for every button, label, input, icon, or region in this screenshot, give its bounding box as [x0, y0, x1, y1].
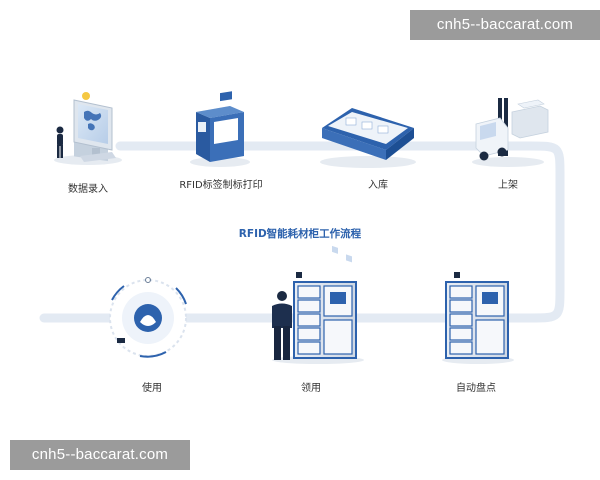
step-label-shelving: 上架 [498, 180, 518, 191]
forklift-icon [472, 98, 549, 167]
diagram-title: RFID智能耗材柜工作流程 [238, 228, 362, 240]
watermark-bottom: cnh5--baccarat.com [10, 440, 190, 470]
step-label-auto-inventory: 自动盘点 [456, 383, 496, 394]
person-cabinet-icon [272, 272, 364, 364]
step-label-usage: 使用 [142, 383, 162, 394]
usage-cycle-icon [109, 277, 187, 358]
smart-cabinet-icon [442, 272, 514, 364]
step-label-inbound: 入库 [368, 180, 388, 191]
watermark-top: cnh5--baccarat.com [410, 10, 600, 40]
step-label-requisition: 领用 [301, 383, 321, 394]
warehouse-icon [320, 108, 416, 263]
step-label-rfid-print: RFID标签制标打印 [179, 180, 263, 191]
data-entry-monitor-icon [54, 92, 122, 165]
rfid-printer-icon [190, 91, 250, 167]
flow-path [39, 141, 565, 323]
step-label-data-entry: 数据录入 [68, 184, 108, 195]
